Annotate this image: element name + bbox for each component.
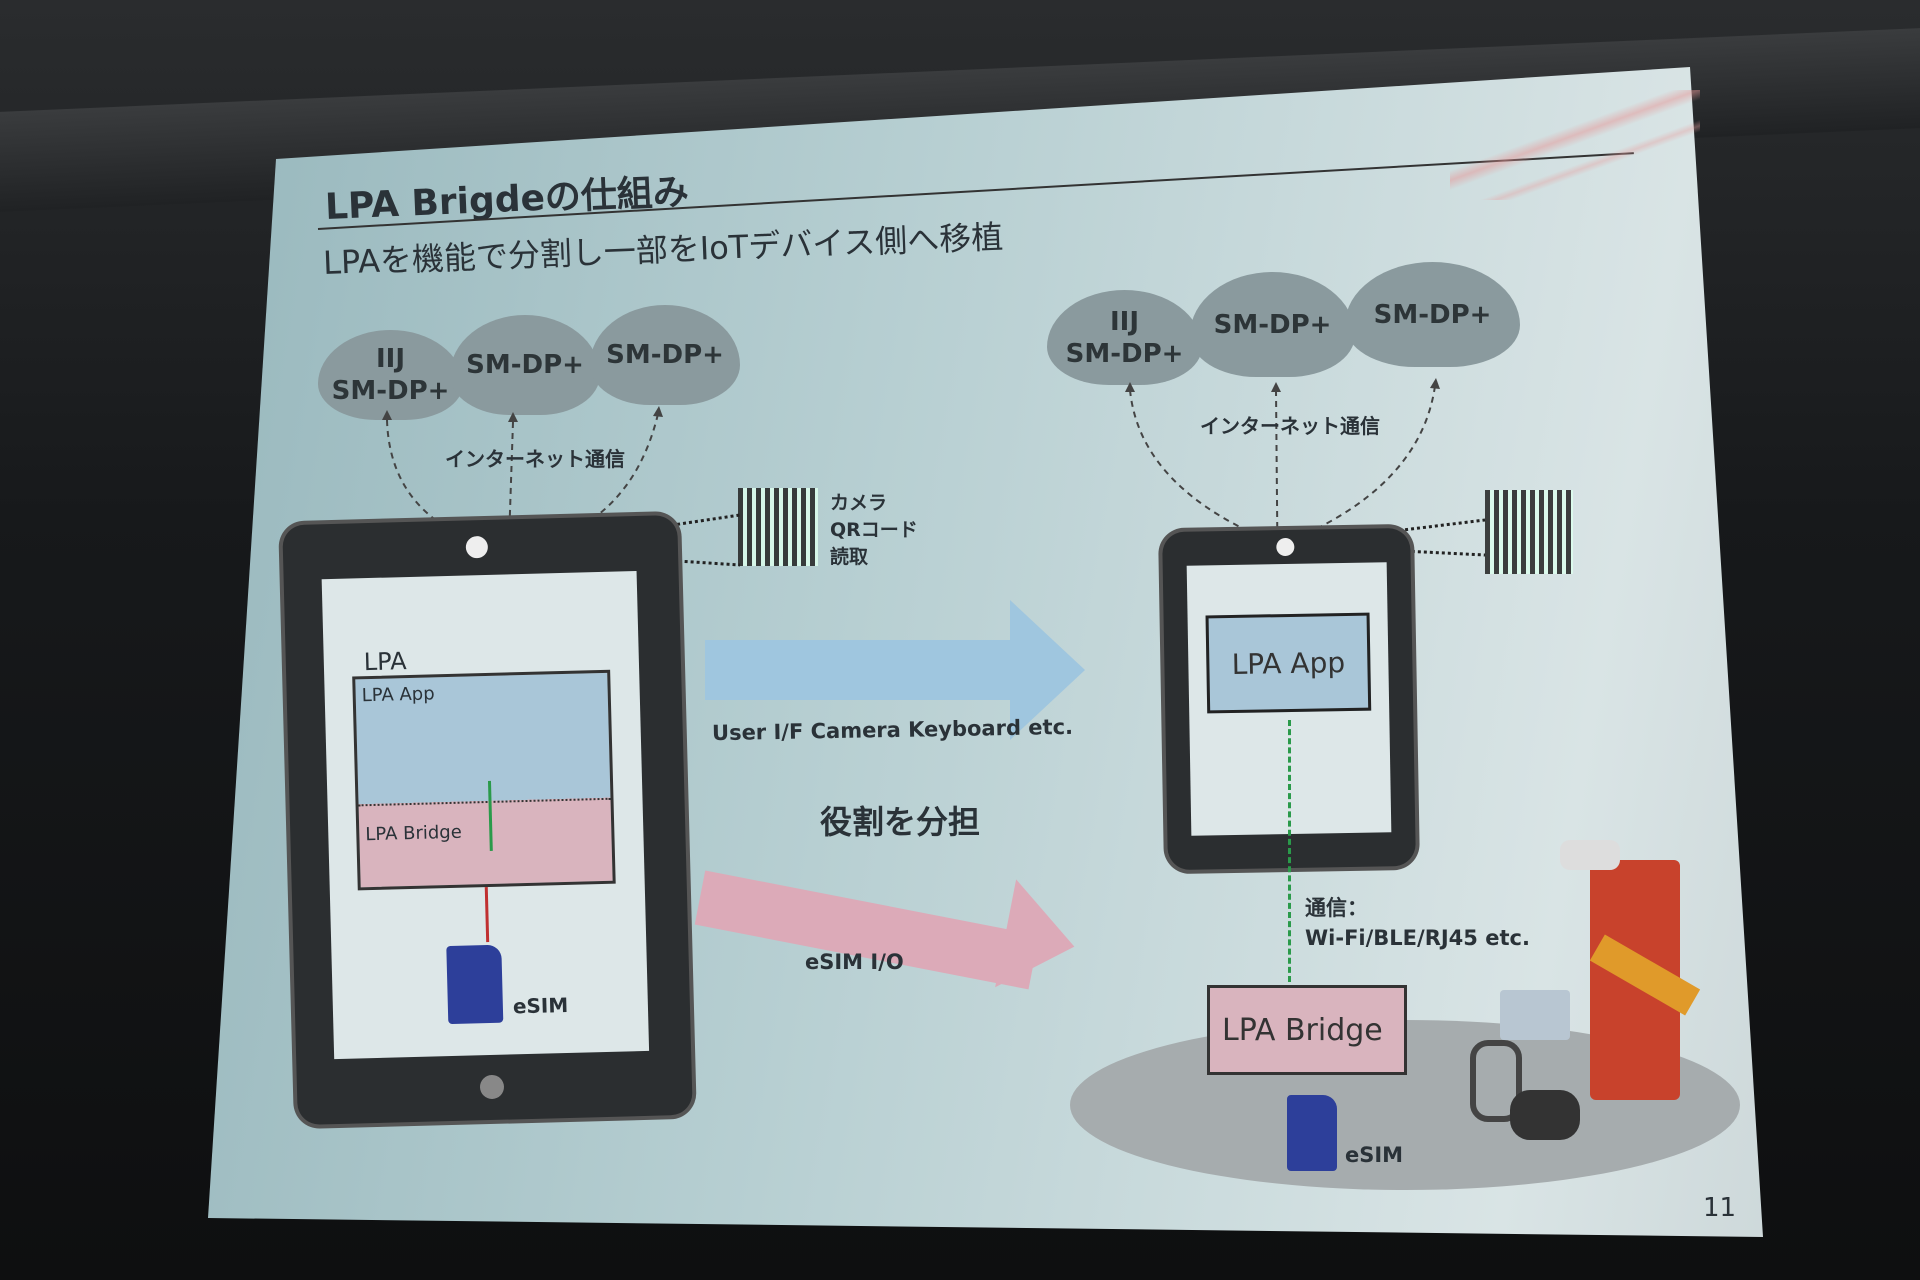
tablet-screen: LPA LPA App LPA Bridge eSIM: [321, 571, 650, 1060]
qr-code-icon: [1485, 490, 1573, 574]
qr-code-icon: [738, 488, 818, 566]
lpa-box: LPA App LPA Bridge: [352, 669, 616, 891]
esim-icon: [446, 944, 504, 1025]
lpa-app-label: LPA App: [1231, 645, 1346, 681]
green-comm-arrow: [1288, 720, 1291, 982]
lpa-app-box: LPA App: [1205, 612, 1372, 714]
smartwatch-icon: [1470, 1040, 1522, 1122]
red-arrow: [484, 887, 490, 943]
lpa-bridge-label: LPA Bridge: [365, 821, 463, 846]
page-number: 11: [1703, 1193, 1737, 1223]
security-camera-icon: [1560, 840, 1620, 870]
robot-dog-icon: [1510, 1090, 1580, 1140]
cloud-smdp: SM-DP+: [1190, 272, 1355, 377]
camera-icon: [465, 535, 489, 559]
esim-label: eSIM: [1345, 1143, 1404, 1167]
cloud-label: IIJ: [1109, 306, 1140, 337]
cloud-label: SM-DP+: [606, 340, 724, 370]
cloud-smdp: SM-DP+: [590, 305, 740, 405]
cloud-label: SM-DP+: [1065, 338, 1184, 369]
lpa-bridge-box: LPA Bridge: [1207, 985, 1407, 1075]
blue-arrow-body: [705, 640, 1015, 700]
internet-label: インターネット通信: [1200, 414, 1380, 438]
cloud-label: IIJ: [375, 344, 406, 374]
internet-label: インターネット通信: [445, 447, 625, 471]
smartphone-tablet: LPA LPA App LPA Bridge eSIM: [282, 514, 693, 1126]
green-arrow: [487, 780, 493, 851]
camera-icon: [1276, 537, 1295, 557]
blue-arrow-head: [1010, 600, 1085, 740]
esim-label: eSIM: [512, 992, 569, 1019]
lpa-bridge-label: LPA Bridge: [1222, 1012, 1383, 1048]
divider: [358, 797, 611, 807]
esim-icon: [1287, 1095, 1337, 1171]
decorative-stripes: [1450, 90, 1700, 200]
comm-label: 通信：Wi-Fi/BLE/RJ45 etc.: [1305, 896, 1530, 950]
cloud-label: SM-DP+: [331, 376, 450, 406]
lpa-app-label: LPA App: [361, 683, 435, 707]
cloud-label: SM-DP+: [1213, 309, 1332, 340]
cloud-smdp: SM-DP+: [1345, 262, 1520, 367]
lpa-label: LPA: [363, 647, 407, 677]
role-label: 役割を分担: [820, 803, 981, 841]
cloud-label: SM-DP+: [1373, 299, 1492, 330]
home-button-icon: [479, 1074, 505, 1100]
cloud-smdp: SM-DP+: [450, 315, 600, 415]
computer-icon: [1500, 990, 1570, 1040]
esim-io-label: eSIM I/O: [805, 950, 904, 974]
cloud-label: SM-DP+: [466, 350, 584, 380]
